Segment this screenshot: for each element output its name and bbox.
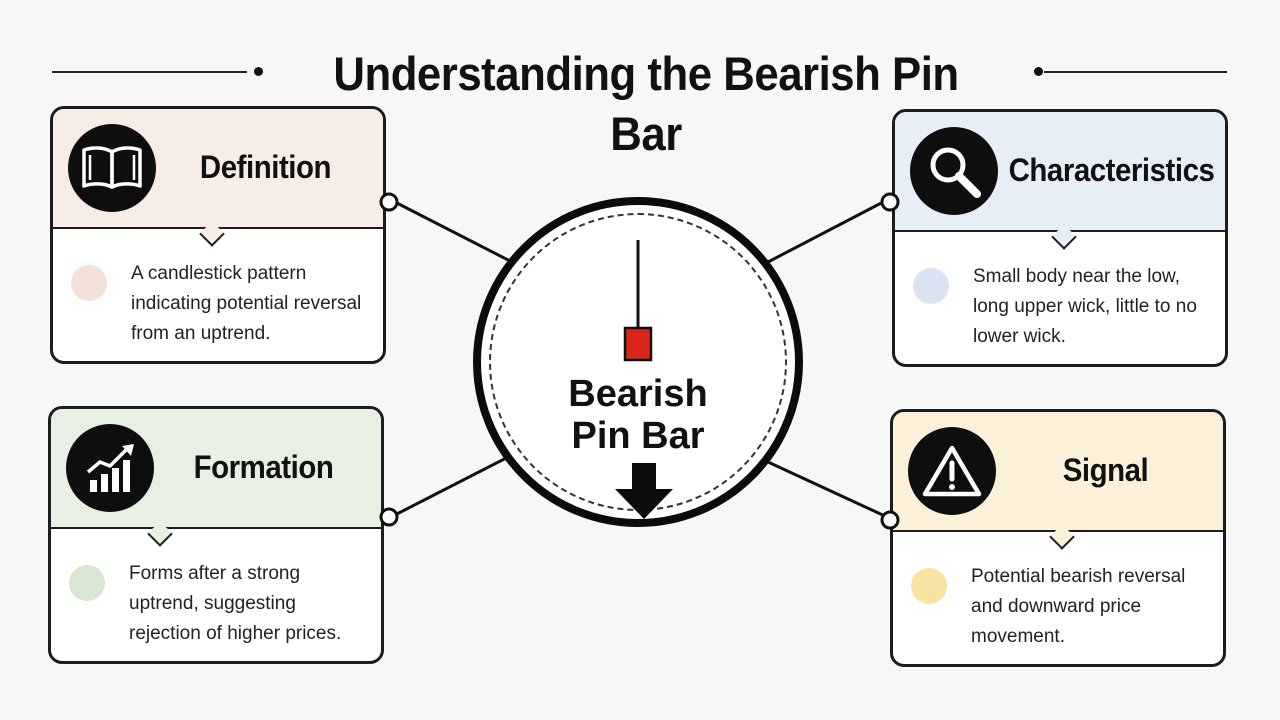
definition-bullet-dot bbox=[71, 265, 107, 301]
signal-card: Signal Potential bearish reversal and do… bbox=[880, 409, 1226, 667]
title-dot-left bbox=[254, 67, 263, 76]
definition-title: Definition bbox=[199, 149, 332, 185]
characteristics-card-header: Characteristics bbox=[895, 112, 1225, 230]
signal-description: Potential bearish reversal and downward … bbox=[971, 566, 1186, 647]
formation-divider bbox=[51, 527, 381, 529]
connector-definition bbox=[390, 198, 513, 264]
center-label: Bearish Pin Bar bbox=[481, 373, 795, 457]
definition-connector-node bbox=[379, 192, 399, 212]
formation-card-header: Formation bbox=[51, 409, 381, 527]
magnifying-glass-icon bbox=[910, 127, 998, 215]
formation-card: Formation Forms after a strong uptrend, … bbox=[48, 406, 399, 664]
center-label-line2: Pin Bar bbox=[571, 415, 705, 457]
connector-formation bbox=[390, 453, 513, 519]
title-rule-right bbox=[1044, 71, 1227, 73]
connector-characteristics bbox=[767, 198, 888, 264]
page-title: Understanding the Bearish Pin Bar bbox=[333, 47, 959, 160]
open-book-icon bbox=[68, 124, 156, 212]
signal-bullet-dot bbox=[911, 568, 947, 604]
title-row: Understanding the Bearish Pin Bar bbox=[0, 22, 1280, 160]
rising-chart-icon bbox=[66, 424, 154, 512]
title-dot-right bbox=[1034, 67, 1043, 76]
characteristics-card: Characteristics Small body near the low,… bbox=[880, 109, 1228, 367]
characteristics-bullet-dot bbox=[913, 268, 949, 304]
signal-card-header: Signal bbox=[893, 412, 1223, 530]
characteristics-description: Small body near the low, long upper wick… bbox=[973, 266, 1197, 347]
definition-description: A candlestick pattern indicating potenti… bbox=[131, 263, 362, 344]
signal-title: Signal bbox=[1062, 452, 1149, 488]
definition-card: Definition A candlestick pattern indicat… bbox=[50, 106, 399, 364]
down-arrow-icon bbox=[615, 463, 673, 519]
formation-description: Forms after a strong uptrend, suggesting… bbox=[129, 563, 342, 644]
definition-card-header: Definition bbox=[53, 109, 383, 227]
connector-signal bbox=[767, 460, 888, 519]
center-label-line1: Bearish bbox=[568, 373, 708, 415]
characteristics-title: Characteristics bbox=[1008, 152, 1215, 188]
formation-bullet-dot bbox=[69, 565, 105, 601]
formation-connector-node bbox=[379, 507, 399, 527]
characteristics-connector-node bbox=[880, 192, 900, 212]
title-rule-left bbox=[52, 71, 247, 73]
bearish-candlestick-icon bbox=[623, 240, 653, 362]
warning-triangle-icon bbox=[908, 427, 996, 515]
formation-title: Formation bbox=[193, 449, 334, 485]
center-hub: Bearish Pin Bar bbox=[473, 197, 803, 527]
signal-connector-node bbox=[880, 510, 900, 530]
